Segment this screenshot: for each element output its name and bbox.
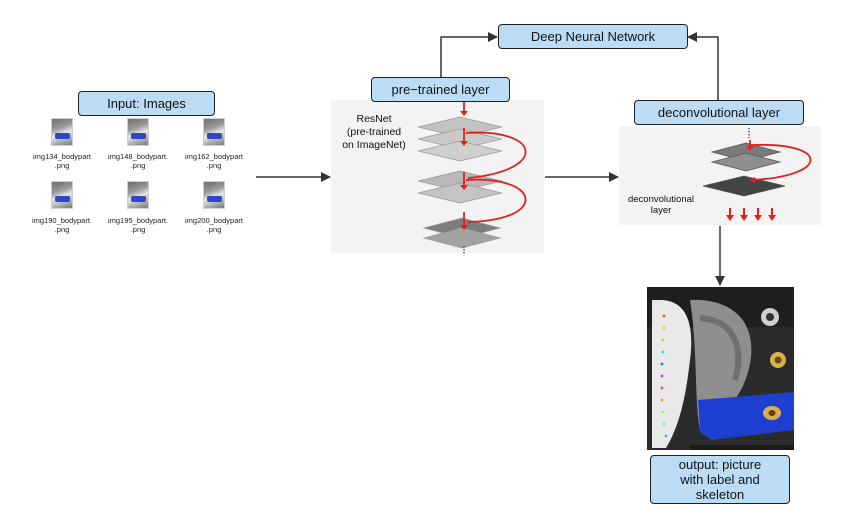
thumbnail-1: [51, 118, 73, 146]
output-line-1: output: picture: [678, 457, 762, 472]
input-label: Input: Images: [107, 96, 186, 111]
thumbnail-4: [51, 181, 73, 209]
resnet-caption: ResNet (pre-trained on ImageNet): [342, 113, 406, 151]
thumbnail-6: [203, 181, 225, 209]
arrow-deconv-to-dnn: [687, 32, 719, 100]
pretrained-label: pre−trained layer: [391, 82, 490, 97]
arrow-pretrained-to-dnn: [440, 32, 498, 77]
dnn-label: Deep Neural Network: [530, 29, 656, 44]
skeleton-points: [660, 314, 668, 438]
input-box: Input: Images: [78, 91, 215, 116]
deconv-box: deconvolutional layer: [634, 100, 804, 125]
deconv-label: deconvolutional layer: [657, 105, 781, 120]
deconv-layer-2: [710, 152, 782, 172]
thumbnail-2: [127, 118, 149, 146]
thumbnail-5: [127, 181, 149, 209]
pretrained-box: pre−trained layer: [371, 77, 510, 102]
image-thumbnail: [127, 181, 149, 209]
thumbnail-label-4: img190_bodypart..png: [31, 216, 93, 234]
resnet-layer-7: [422, 227, 502, 249]
output-box: output: picture with label and skeleton: [650, 455, 790, 504]
resnet-layer-5: [417, 182, 503, 204]
image-thumbnail: [51, 181, 73, 209]
thumbnail-label-3: img162_bodypart.png: [185, 152, 243, 170]
image-thumbnail: [51, 118, 73, 146]
thumbnail-label-5: img195_bodypart..png: [107, 216, 169, 234]
thumbnail-label-1: img134_bodypart.png: [33, 152, 91, 170]
resnet-layer-3: [417, 140, 503, 162]
thumbnail-3: [203, 118, 225, 146]
deconv-layer-3: [702, 175, 786, 197]
image-thumbnail: [203, 118, 225, 146]
output-line-2: with label and: [680, 472, 760, 487]
dnn-box: Deep Neural Network: [498, 24, 688, 49]
thumbnail-label-6: img200_bodypart.png: [185, 216, 243, 234]
deconv-caption: deconvolutional layer: [627, 194, 695, 216]
output-line-3: skeleton: [695, 487, 745, 502]
image-thumbnail: [127, 118, 149, 146]
thumbnail-label-2: img148_bodypart..png: [107, 152, 169, 170]
image-thumbnail: [203, 181, 225, 209]
